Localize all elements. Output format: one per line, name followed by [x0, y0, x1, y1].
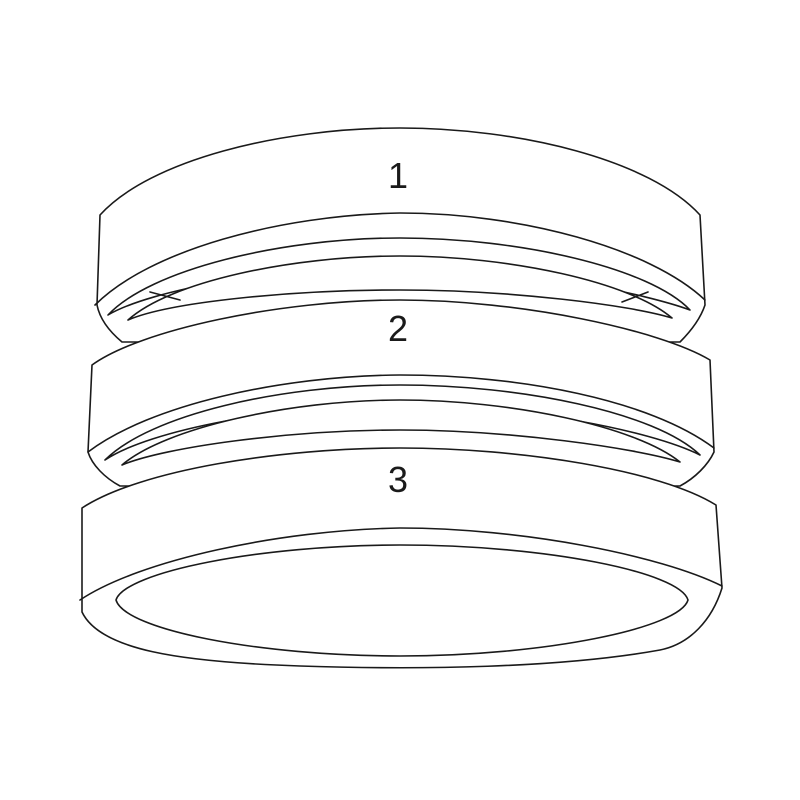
- ring-3: [79, 447, 723, 669]
- ring-1-number: 1: [388, 155, 408, 196]
- ring-3-number: 3: [388, 459, 408, 500]
- ring-1-inner-wall-left: [149, 291, 181, 301]
- ring-1: [94, 127, 706, 343]
- ring-3-band-front-edge: [79, 527, 723, 601]
- ring-1-inner-wall-right: [621, 291, 649, 303]
- ring-3-inner-opening: [115, 544, 689, 657]
- ring-1-band-front-edge: [94, 212, 706, 306]
- ring-2: [87, 299, 715, 487]
- ring-2-band-front-edge: [87, 374, 715, 453]
- ring-2-inner-opening: [121, 399, 681, 466]
- ring-1-inner-opening: [127, 255, 673, 321]
- ring-2-number: 2: [388, 308, 408, 349]
